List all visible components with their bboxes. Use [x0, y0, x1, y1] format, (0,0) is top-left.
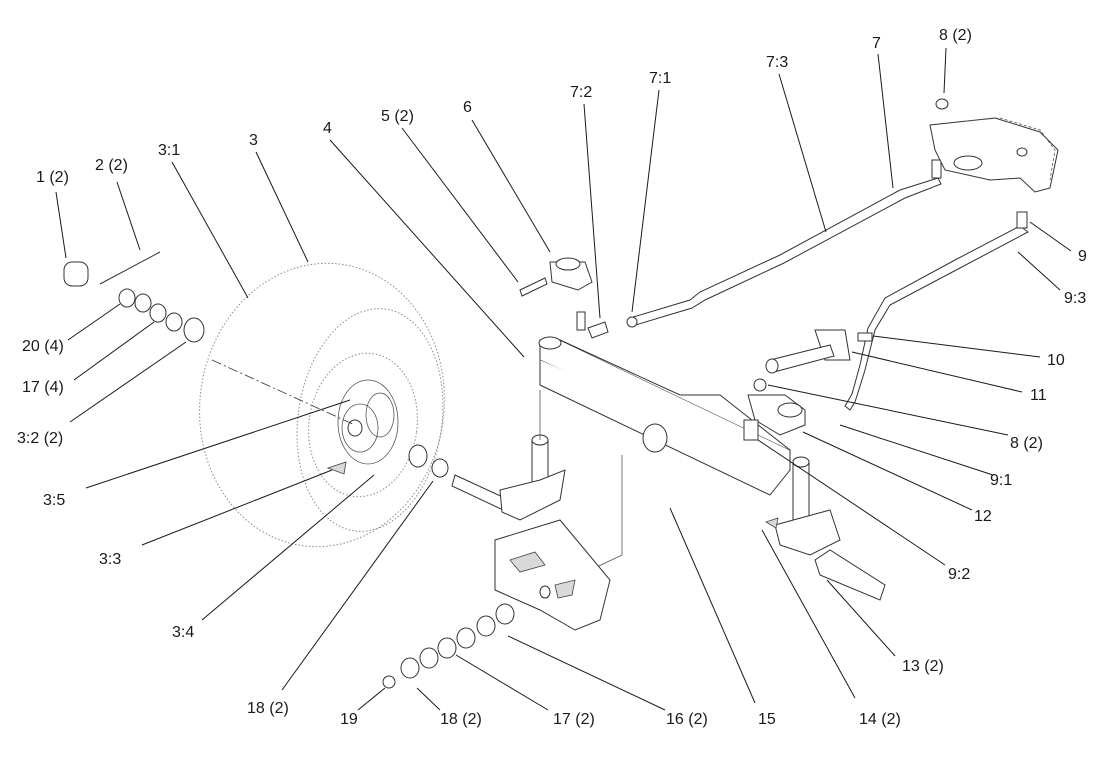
steering-arm [519, 257, 609, 339]
callout-7-2: 7:2 [570, 84, 592, 101]
callout-19: 19 [340, 711, 358, 728]
callout-17-left: 17 (4) [22, 379, 64, 396]
leader-15 [669, 507, 756, 704]
callout-7-3: 7:3 [766, 54, 788, 71]
callout-7: 7 [872, 35, 881, 52]
callout-3-1: 3:1 [158, 142, 180, 159]
callout-9: 9 [1078, 248, 1087, 265]
callout-18-bottom: 18 (2) [440, 711, 482, 728]
callout-labels: 1 (2) 2 (2) 3:1 3 4 5 (2) 6 7:2 7:1 7:3 … [17, 27, 1087, 728]
steering-sector [929, 98, 1059, 193]
callout-3-3: 3:3 [99, 551, 121, 568]
leader-8-mid [767, 384, 1009, 436]
leader-11 [851, 351, 1023, 393]
leader-9-3 [1017, 251, 1061, 291]
callout-5: 5 (2) [381, 108, 414, 125]
leader-9-2 [757, 439, 946, 566]
callout-3: 3 [249, 132, 258, 149]
left-spindle [499, 390, 566, 521]
callout-10: 10 [1047, 352, 1065, 369]
axle-bracket [494, 519, 611, 631]
callout-9-3: 9:3 [1064, 290, 1086, 307]
leader-6 [471, 119, 551, 253]
callout-3-4: 3:4 [172, 624, 194, 641]
tie-rod [844, 211, 1029, 411]
leader-3-3 [141, 469, 333, 546]
callout-4: 4 [323, 120, 332, 137]
leader-7-2 [583, 103, 601, 319]
callout-9-2: 9:2 [948, 566, 970, 583]
leader-7-1 [631, 89, 660, 313]
leader-7 [877, 53, 894, 189]
callout-16: 16 (2) [666, 711, 708, 728]
callout-8-top: 8 (2) [939, 27, 972, 44]
leader-5 [401, 127, 519, 283]
leader-9 [1029, 221, 1072, 252]
callout-9-1: 9:1 [990, 472, 1012, 489]
leader-10 [872, 335, 1041, 358]
callout-3-5: 3:5 [43, 492, 65, 509]
leader-20 [67, 303, 121, 341]
leader-3-1 [171, 161, 249, 299]
leader-3-4 [201, 474, 375, 621]
leader-3-2 [69, 341, 187, 423]
callout-1: 1 (2) [36, 169, 69, 186]
callout-2: 2 (2) [95, 157, 128, 174]
hub-cap-and-washers [63, 251, 205, 343]
leader-18-top [281, 480, 434, 691]
callout-7-1: 7:1 [649, 70, 671, 87]
leader-3-5 [85, 399, 351, 489]
callout-12: 12 [974, 508, 992, 525]
callout-20: 20 (4) [22, 338, 64, 355]
leader-8-top [943, 47, 947, 94]
callout-17-bottom: 17 (2) [553, 711, 595, 728]
leader-18-bottom [416, 687, 441, 711]
leader-12 [802, 431, 973, 511]
callout-8-mid: 8 (2) [1010, 435, 1043, 452]
pivot-bracket [765, 329, 873, 374]
callout-6: 6 [463, 99, 472, 116]
right-spindle [743, 378, 886, 601]
leader-4 [329, 139, 525, 358]
callout-14: 14 (2) [859, 711, 901, 728]
leader-9-1 [839, 424, 994, 476]
leader-16 [507, 635, 666, 711]
leader-13 [826, 579, 896, 657]
illustration [63, 98, 1059, 689]
leader-7-3 [778, 73, 827, 233]
leader-14 [761, 529, 856, 699]
callout-15: 15 [758, 711, 776, 728]
leader-19 [357, 687, 386, 711]
callout-11: 11 [1030, 387, 1047, 404]
leader-2 [116, 181, 141, 251]
callout-13: 13 (2) [902, 658, 944, 675]
wheel-assembly [199, 262, 445, 548]
leader-lines [55, 47, 1072, 711]
leader-3 [255, 151, 309, 263]
lower-washer-stack [382, 603, 515, 689]
drag-link [626, 159, 942, 328]
callout-18-top: 18 (2) [247, 700, 289, 717]
leader-1 [55, 191, 67, 259]
leader-17-bottom [455, 654, 549, 711]
callout-3-2: 3:2 (2) [17, 430, 63, 447]
leader-17-left [73, 321, 155, 381]
